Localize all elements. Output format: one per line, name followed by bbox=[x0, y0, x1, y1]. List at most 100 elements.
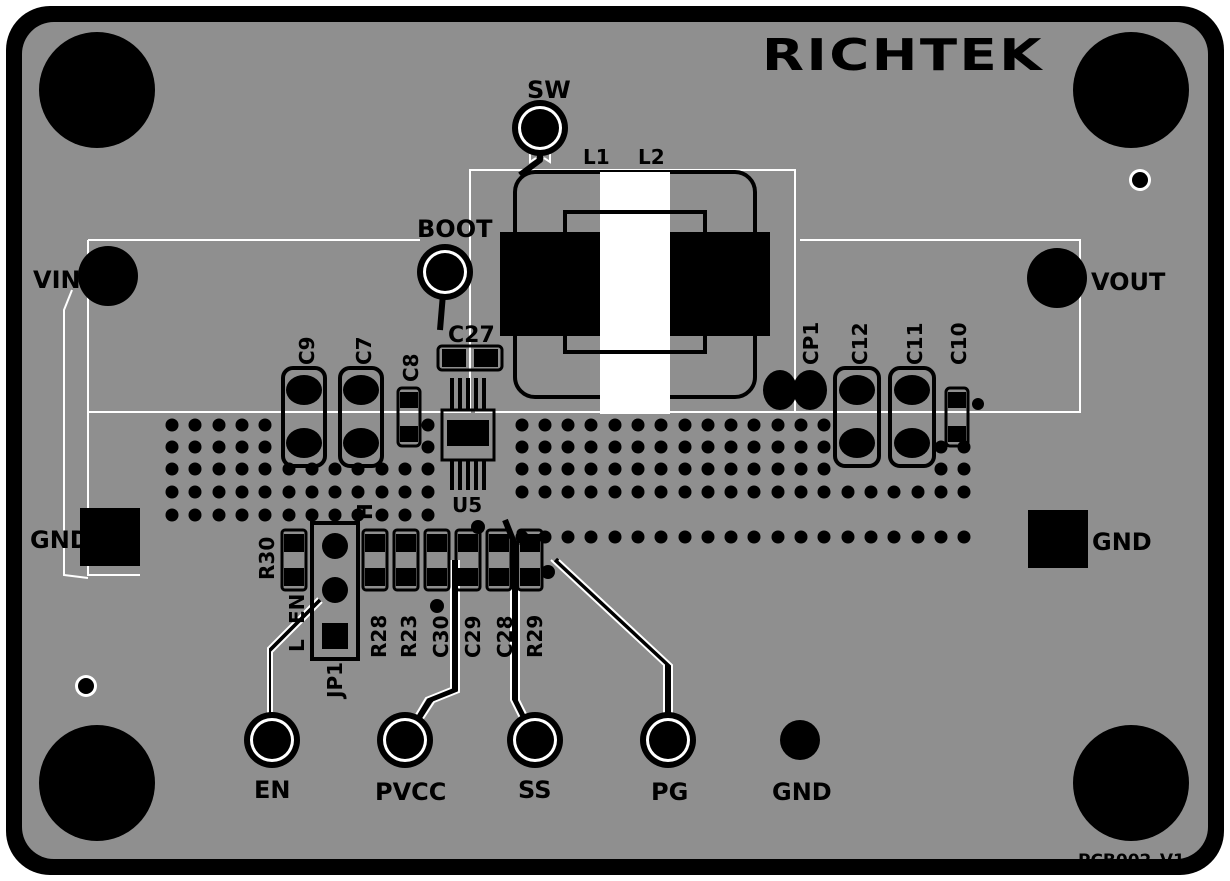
passive-pad bbox=[458, 568, 478, 586]
via bbox=[701, 462, 715, 476]
via bbox=[538, 462, 552, 476]
via bbox=[747, 530, 761, 544]
via bbox=[841, 530, 855, 544]
via bbox=[375, 508, 389, 522]
label-vout: VOUT bbox=[1091, 268, 1166, 296]
via bbox=[841, 485, 855, 499]
via bbox=[165, 440, 179, 454]
tp-vin-pad bbox=[78, 246, 138, 306]
via bbox=[258, 508, 272, 522]
via bbox=[654, 440, 668, 454]
test-points bbox=[78, 100, 1088, 768]
via bbox=[817, 530, 831, 544]
via bbox=[212, 440, 226, 454]
via bbox=[561, 462, 575, 476]
via bbox=[817, 418, 831, 432]
label-c29: C29 bbox=[461, 615, 485, 658]
via bbox=[328, 485, 342, 499]
via bbox=[212, 418, 226, 432]
label-en: EN bbox=[254, 776, 290, 804]
via bbox=[398, 485, 412, 499]
passive-pad bbox=[520, 534, 540, 552]
via bbox=[421, 508, 435, 522]
cap-cp1-footprint bbox=[763, 370, 827, 410]
via bbox=[351, 485, 365, 499]
via bbox=[747, 440, 761, 454]
label-r29: R29 bbox=[523, 615, 547, 658]
passive-pad bbox=[396, 568, 416, 586]
via bbox=[421, 418, 435, 432]
via bbox=[794, 462, 808, 476]
via bbox=[515, 418, 529, 432]
tp-gnd-left-pad bbox=[80, 508, 140, 566]
via bbox=[771, 485, 785, 499]
via bbox=[631, 485, 645, 499]
label-boot: BOOT bbox=[417, 215, 493, 243]
via bbox=[654, 485, 668, 499]
via bbox=[957, 462, 971, 476]
via bbox=[212, 508, 226, 522]
via bbox=[957, 485, 971, 499]
via bbox=[258, 418, 272, 432]
via bbox=[328, 462, 342, 476]
via bbox=[911, 530, 925, 544]
label-ss: SS bbox=[518, 776, 552, 804]
via bbox=[235, 508, 249, 522]
via bbox=[258, 440, 272, 454]
via bbox=[747, 418, 761, 432]
via bbox=[538, 440, 552, 454]
label-c9: C9 bbox=[295, 336, 319, 365]
via bbox=[887, 485, 901, 499]
via bbox=[934, 462, 948, 476]
via bbox=[515, 485, 529, 499]
cap-c8-footprint bbox=[396, 386, 422, 448]
via bbox=[515, 462, 529, 476]
via bbox=[817, 485, 831, 499]
silkscreen-outlines bbox=[87, 169, 1081, 576]
label-r30: R30 bbox=[255, 537, 279, 580]
via bbox=[771, 462, 785, 476]
via bbox=[188, 462, 202, 476]
via bbox=[561, 440, 575, 454]
mounting-hole-tr bbox=[1073, 32, 1189, 148]
label-sw: SW bbox=[527, 76, 571, 104]
via bbox=[724, 462, 738, 476]
via bbox=[188, 418, 202, 432]
passive-outline bbox=[454, 528, 482, 592]
via bbox=[608, 462, 622, 476]
passive-pad bbox=[489, 534, 509, 552]
via bbox=[957, 530, 971, 544]
via bbox=[771, 418, 785, 432]
label-r23: R23 bbox=[397, 615, 421, 658]
via bbox=[701, 530, 715, 544]
via bbox=[747, 462, 761, 476]
passive-pad bbox=[365, 568, 385, 586]
via bbox=[608, 485, 622, 499]
passive-row-footprints bbox=[280, 520, 555, 613]
via bbox=[515, 440, 529, 454]
label-c7: C7 bbox=[352, 336, 376, 365]
via bbox=[398, 462, 412, 476]
via bbox=[887, 530, 901, 544]
via bbox=[724, 440, 738, 454]
via bbox=[235, 485, 249, 499]
via bbox=[421, 440, 435, 454]
label-c10: C10 bbox=[947, 322, 971, 365]
via bbox=[934, 485, 948, 499]
via bbox=[188, 485, 202, 499]
tp-gnd-right-pad bbox=[1028, 510, 1088, 568]
via bbox=[584, 530, 598, 544]
via bbox=[421, 462, 435, 476]
mounting-hole-bl bbox=[39, 725, 155, 841]
passive-pad bbox=[489, 568, 509, 586]
via bbox=[584, 462, 598, 476]
tp-gnd-bottom-pad bbox=[780, 720, 820, 760]
cap-c12-c11-footprints bbox=[833, 366, 936, 468]
via bbox=[794, 530, 808, 544]
via bbox=[608, 440, 622, 454]
fiducials bbox=[75, 169, 1151, 697]
label-c30: C30 bbox=[429, 615, 453, 658]
via bbox=[375, 485, 389, 499]
via bbox=[538, 485, 552, 499]
